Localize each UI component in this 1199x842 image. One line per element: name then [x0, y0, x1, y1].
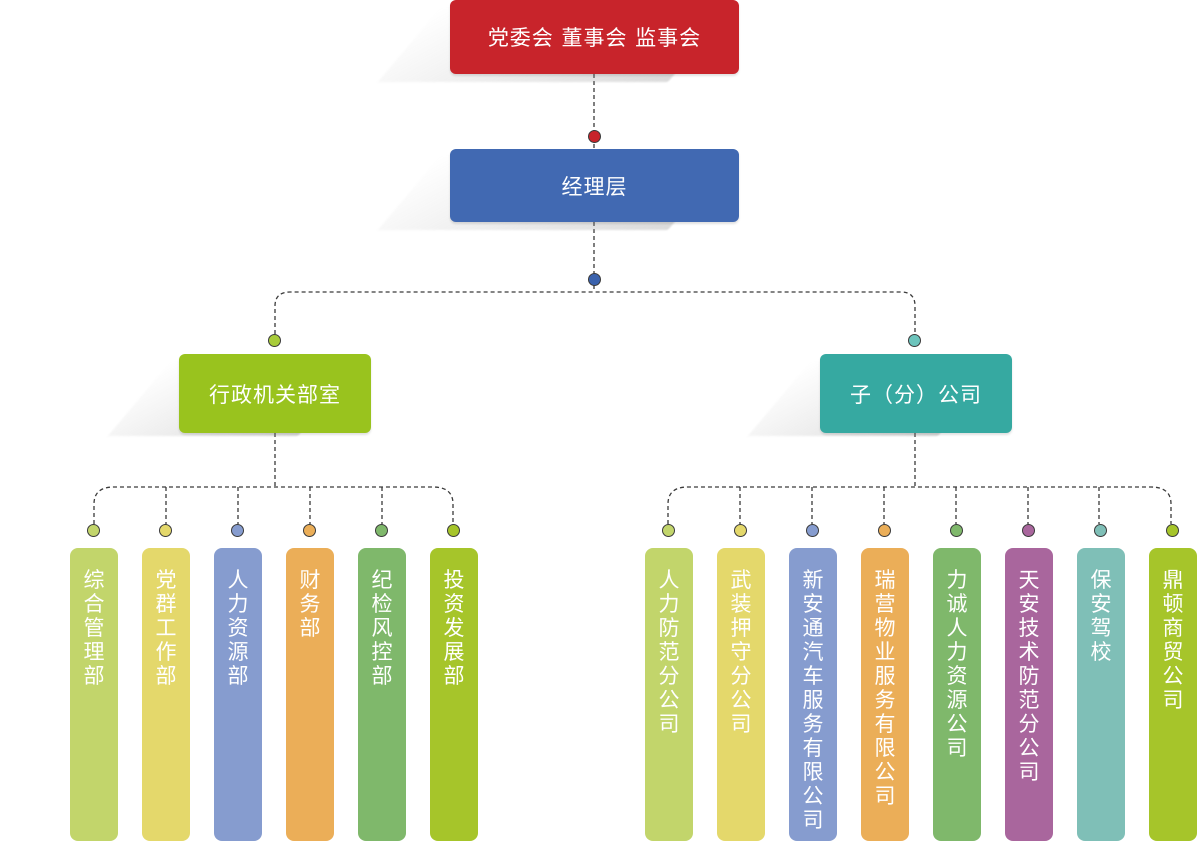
node-top-label: 党委会 董事会 监事会	[487, 26, 702, 50]
admin-department-label: 纪检风控部	[371, 568, 393, 688]
link-branch-bar	[274, 291, 916, 334]
admin-department-box[interactable]: 综合管理部	[70, 548, 118, 841]
subsidiary-box[interactable]: 力诚人力资源公司	[933, 548, 981, 841]
subsidiary-dot	[878, 524, 891, 537]
subsidiary-box[interactable]: 人力防范分公司	[645, 548, 693, 841]
subsidiary-dot	[806, 524, 819, 537]
subsidiary-dot	[1022, 524, 1035, 537]
node-admin-label: 行政机关部室	[209, 382, 341, 407]
subsidiary-box[interactable]: 鼎顿商贸公司	[1149, 548, 1197, 841]
admin-department-dot	[375, 524, 388, 537]
admin-department-box[interactable]: 纪检风控部	[358, 548, 406, 841]
node-manager[interactable]: 经理层	[450, 149, 739, 222]
subsidiary-dot	[1166, 524, 1179, 537]
subsidiary-dot	[950, 524, 963, 537]
admin-department-box[interactable]: 党群工作部	[142, 548, 190, 841]
admin-department-box[interactable]: 人力资源部	[214, 548, 262, 841]
subsidiary-label: 天安技术防范分公司	[1018, 568, 1040, 784]
admin-department-box[interactable]: 财务部	[286, 548, 334, 841]
admin-department-label: 综合管理部	[83, 568, 105, 688]
subsidiary-dot	[662, 524, 675, 537]
subsidiary-dot	[734, 524, 747, 537]
subsidiary-label: 力诚人力资源公司	[946, 568, 968, 760]
subsidiary-label: 鼎顿商贸公司	[1162, 568, 1184, 712]
subsidiary-label: 保安驾校	[1090, 568, 1112, 664]
admin-department-dot	[303, 524, 316, 537]
admin-department-label: 党群工作部	[155, 568, 177, 688]
subsidiary-label: 人力防范分公司	[658, 568, 680, 736]
admin-department-label: 财务部	[299, 568, 321, 640]
node-manager-label: 经理层	[561, 174, 628, 199]
admin-department-dot	[231, 524, 244, 537]
subsidiary-label: 瑞营物业服务有限公司	[874, 568, 896, 808]
node-dot-admin	[268, 334, 281, 347]
subsidiary-box[interactable]: 新安通汽车服务有限公司	[789, 548, 837, 841]
admin-department-dot	[159, 524, 172, 537]
node-dot-subsidiaries	[908, 334, 921, 347]
subsidiary-box[interactable]: 天安技术防范分公司	[1005, 548, 1053, 841]
subsidiary-label: 武装押守分公司	[730, 568, 752, 736]
link-sub-bar	[667, 486, 1172, 524]
subsidiary-label: 新安通汽车服务有限公司	[802, 568, 824, 832]
node-subsidiaries-label: 子（分）公司	[850, 382, 982, 407]
admin-department-box[interactable]: 投资发展部	[430, 548, 478, 841]
link-sub-drops	[739, 487, 1100, 524]
node-dot-manager	[588, 273, 601, 286]
subsidiary-box[interactable]: 瑞营物业服务有限公司	[861, 548, 909, 841]
subsidiary-box[interactable]: 保安驾校	[1077, 548, 1125, 841]
admin-department-label: 投资发展部	[443, 568, 465, 688]
node-admin-departments[interactable]: 行政机关部室	[179, 354, 371, 433]
node-top-governance[interactable]: 党委会 董事会 监事会	[450, 0, 739, 74]
admin-department-label: 人力资源部	[227, 568, 249, 688]
subsidiary-dot	[1094, 524, 1107, 537]
admin-department-dot	[447, 524, 460, 537]
link-admin-bar	[93, 486, 454, 524]
node-subsidiaries[interactable]: 子（分）公司	[820, 354, 1012, 433]
node-dot-top	[588, 130, 601, 143]
link-admin-drops	[165, 487, 383, 524]
admin-department-dot	[87, 524, 100, 537]
subsidiary-box[interactable]: 武装押守分公司	[717, 548, 765, 841]
